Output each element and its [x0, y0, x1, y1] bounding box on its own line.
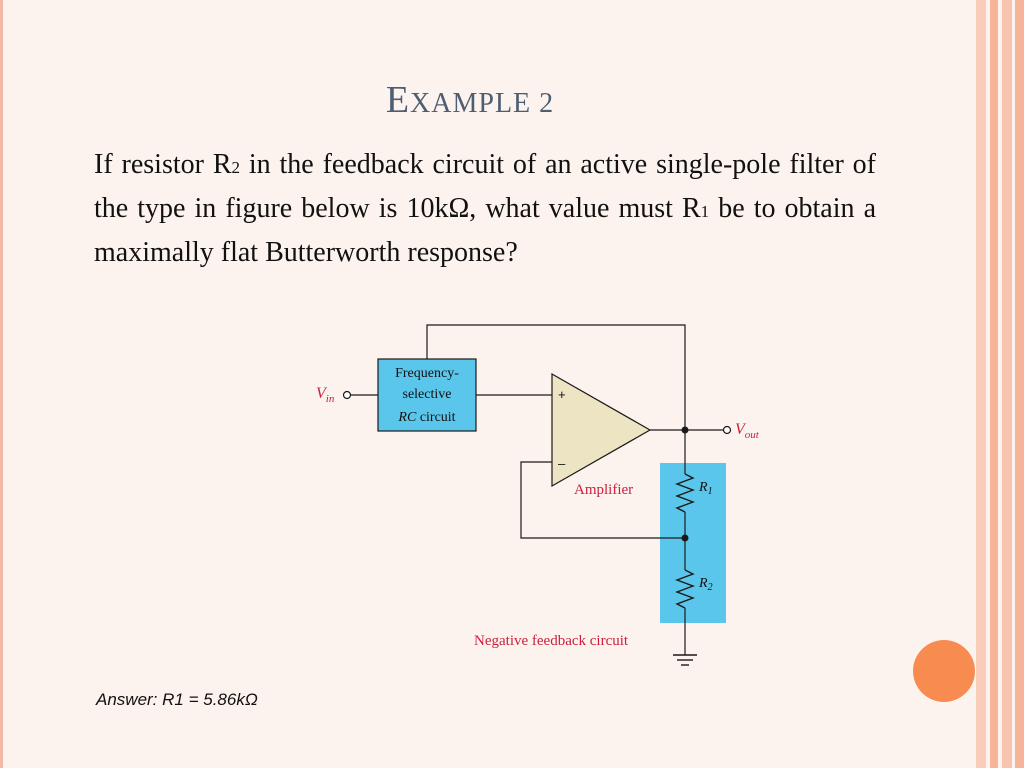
r1-subscript: 1 — [700, 202, 710, 221]
question-part-2: in the feedback circuit of an active sin… — [94, 149, 876, 224]
amplifier-label: Amplifier — [574, 482, 633, 498]
question-part-1: If resistor R — [94, 149, 232, 180]
accent-circle — [913, 640, 975, 702]
feedback-label: Negative feedback circuit — [474, 633, 629, 649]
vin-terminal — [342, 390, 352, 400]
r2-label: R2 — [698, 576, 713, 593]
ground-icon — [673, 654, 697, 666]
op-amp-triangle — [551, 372, 652, 488]
plus-sign: + — [558, 387, 566, 402]
answer-text: Answer: R1 = 5.86kΩ — [96, 690, 258, 709]
vout-label: Vout — [735, 421, 760, 441]
title-initial: E — [385, 79, 411, 121]
rc-label-line1: Frequency- — [395, 366, 459, 381]
left-border — [0, 0, 3, 768]
r2-resistor — [675, 569, 695, 609]
rc-circuit-block — [377, 358, 477, 432]
rc-label-line3: RC circuit — [397, 410, 455, 425]
vin-label: Vin — [316, 385, 335, 405]
title-rest: xample 2 — [410, 88, 555, 119]
circuit-diagram: Frequency- selective RC circuit Vin + – … — [316, 324, 760, 666]
r1-resistor — [675, 473, 695, 513]
feedback-network-box — [660, 463, 726, 623]
rc-label-line2: selective — [403, 387, 452, 402]
question-part-3: be to obtain a maximally flat Butterwort… — [94, 193, 876, 268]
decorative-stripes — [976, 0, 1024, 768]
question-text: If resistor R2 in the feedback circuit o… — [94, 144, 876, 273]
minus-sign: – — [558, 456, 566, 471]
vout-terminal — [722, 425, 732, 435]
r2-subscript: 2 — [231, 158, 241, 177]
r1-label: R1 — [698, 480, 713, 497]
slide-title: Example 2 — [0, 78, 940, 122]
